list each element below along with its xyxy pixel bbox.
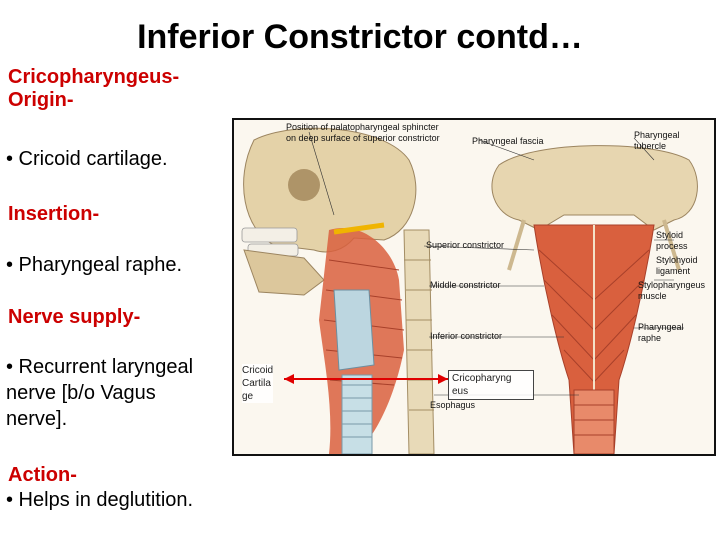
leader-lines	[308, 131, 684, 396]
origin-heading-line2: Origin-	[8, 89, 74, 111]
sphincter-band	[333, 222, 385, 235]
label-superior-constrictor: Superior constrictor	[426, 240, 505, 250]
label-styloid-process: Styloid process	[656, 230, 688, 252]
label-styloid-line1: Styloid	[656, 230, 684, 240]
label-palatopharyngeal-line1: Position of palatopharyngeal sphincter	[286, 122, 439, 132]
label-middle-constrictor: Middle constrictor	[430, 280, 501, 290]
callout-arrow-right	[438, 374, 448, 384]
label-pharyngeal-tubercle-line1: Pharyngeal	[634, 130, 680, 140]
action-heading: Action-	[8, 464, 77, 486]
nerve-text: • Recurrent laryngeal nerve [b/o Vagus n…	[6, 354, 193, 432]
cervical-spine	[403, 229, 435, 454]
larynx	[333, 289, 375, 371]
trachea-rings	[342, 384, 372, 438]
label-pharyngeal-fascia: Pharyngeal fascia	[472, 136, 544, 146]
nerve-text-line3: nerve].	[6, 408, 68, 430]
label-raphe-line1: Pharyngeal	[638, 322, 684, 332]
label-palatopharyngeal-line2: on deep surface of superior constrictor	[286, 133, 440, 143]
callout-cricopharyngeus: Cricopharyng eus	[448, 370, 534, 400]
slide-title: Inferior Constrictor contd…	[137, 18, 583, 56]
action-text: • Helps in deglutition.	[6, 489, 194, 511]
callout-cricoid-line1: Cricoid	[242, 365, 274, 376]
label-pharyngeal-tubercle-line2: tubercle	[634, 141, 667, 151]
nerve-text-line1: • Recurrent laryngeal	[6, 356, 194, 378]
anatomy-figure: Position of palatopharyngeal sphincter o…	[232, 118, 716, 456]
label-stylopharyngeus-muscle: Stylopharyngeus muscle	[638, 280, 705, 302]
insertion-text: • Pharyngeal raphe.	[6, 254, 183, 276]
callout-cricoid-line3: ge	[242, 391, 254, 402]
callout-cricoid-line2: Cartila	[242, 378, 271, 389]
trachea	[341, 374, 373, 454]
label-stylopharyngeus-line2: muscle	[638, 291, 667, 301]
mandible	[243, 249, 325, 296]
origin-heading: Cricopharyngeus- Origin-	[8, 66, 179, 112]
label-stylopharyngeus-line1: Stylopharyngeus	[638, 280, 706, 290]
label-styloid-line2: process	[656, 241, 688, 251]
orbit	[288, 169, 320, 201]
label-stylohyoid-line1: Stylohyoid	[656, 255, 698, 265]
esophagus-rings	[574, 404, 614, 436]
callout-cricopharyngeus-line2: eus	[452, 386, 469, 397]
upper-teeth	[241, 227, 298, 243]
nerve-heading: Nerve supply-	[8, 306, 141, 328]
esophagus-tube	[573, 389, 615, 454]
label-palatopharyngeal: Position of palatopharyngeal sphincter o…	[286, 122, 440, 144]
callout-cricopharyngeus-line1: Cricopharyng	[452, 373, 512, 384]
label-pharyngeal-tubercle: Pharyngeal tubercle	[634, 130, 680, 152]
vertebra-lines	[404, 259, 434, 411]
label-esophagus: Esophagus	[430, 400, 476, 410]
styloid-right	[662, 219, 681, 271]
label-inferior-constrictor: Inferior constrictor	[430, 331, 503, 341]
callout-cricoid-cartilage: Cricoid Cartila ge	[242, 364, 274, 403]
origin-heading-line1: Cricopharyngeus-	[8, 66, 180, 88]
anatomy-illustration	[241, 127, 698, 454]
posterior-skull-base	[491, 145, 698, 231]
label-raphe-line2: raphe	[638, 333, 662, 343]
callout-arrow-left	[284, 374, 294, 384]
insertion-heading: Insertion-	[8, 203, 100, 225]
label-pharyngeal-raphe: Pharyngeal raphe	[638, 322, 684, 344]
styloid-left	[507, 219, 526, 271]
label-stylohyoid-ligament: Stylohyoid ligament	[656, 255, 698, 277]
label-stylohyoid-line2: ligament	[656, 266, 691, 276]
origin-text: • Cricoid cartilage.	[6, 148, 168, 170]
skull-shape	[243, 127, 417, 253]
nerve-text-line2: nerve [b/o Vagus	[6, 382, 156, 404]
